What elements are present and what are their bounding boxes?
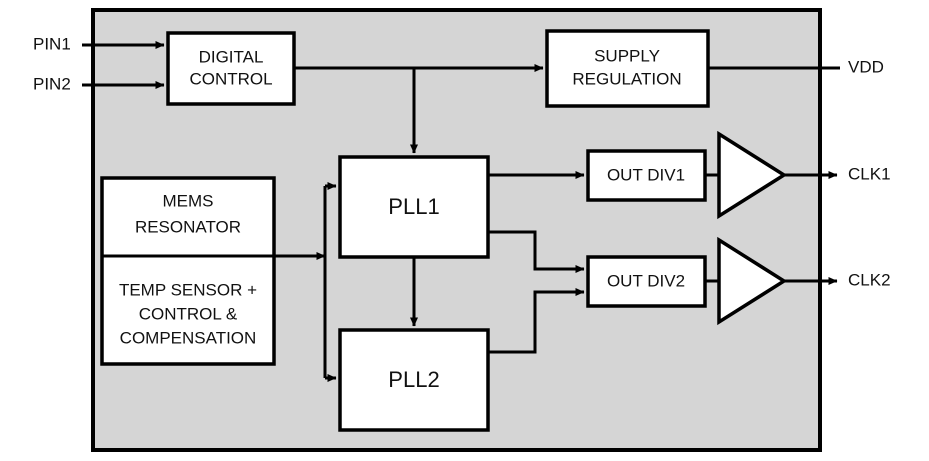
block-out-div1[interactable]: OUT DIV1: [586, 149, 707, 202]
pin-label-pin1: PIN1: [33, 34, 71, 53]
block-supply-regulation-label-line1: SUPPLY: [594, 46, 660, 65]
block-resonator-group[interactable]: MEMS RESONATOR TEMP SENSOR + CONTROL & C…: [100, 176, 276, 366]
block-digital-control-label-line2: CONTROL: [189, 69, 272, 88]
wire-pll2-to-out-div2: [488, 288, 585, 354]
block-supply-regulation-box: [545, 29, 710, 108]
pin-label-vdd: VDD: [848, 57, 884, 76]
block-digital-control-box: [166, 31, 296, 106]
wire-pll1-to-out-div2: [488, 230, 585, 273]
block-temp-sensor-label-line1: TEMP SENSOR +: [119, 280, 257, 299]
pin-label-pin2: PIN2: [33, 74, 71, 93]
pin-label-clk1: CLK1: [848, 164, 891, 183]
block-pll2[interactable]: PLL2: [338, 328, 490, 432]
block-mems-resonator-label-line1: MEMS: [163, 191, 214, 210]
block-temp-sensor-label-line2: CONTROL &: [139, 304, 238, 323]
block-supply-regulation-label-line2: REGULATION: [572, 69, 681, 88]
block-pll2-label: PLL2: [388, 367, 439, 392]
block-out-div1-label: OUT DIV1: [607, 165, 685, 184]
block-supply-regulation[interactable]: SUPPLY REGULATION: [545, 29, 710, 108]
block-out-div1-box: [586, 149, 707, 202]
block-digital-control-label-line1: DIGITAL: [199, 47, 264, 66]
block-resonator-group-box: [100, 176, 276, 366]
block-pll2-box: [338, 328, 490, 432]
block-digital-control[interactable]: DIGITAL CONTROL: [166, 31, 296, 106]
output-buffer-2-triangle-icon: [717, 236, 788, 326]
pin-label-clk2: CLK2: [848, 270, 891, 289]
block-mems-resonator-label-line2: RESONATOR: [135, 217, 241, 236]
block-temp-sensor-label-line3: COMPENSATION: [120, 328, 257, 347]
output-buffer-1-triangle-icon: [717, 130, 788, 220]
block-pll1-box: [338, 155, 490, 259]
block-out-div2-label: OUT DIV2: [607, 271, 685, 290]
block-out-div2[interactable]: OUT DIV2: [586, 255, 707, 308]
block-out-div2-box: [586, 255, 707, 308]
block-pll1[interactable]: PLL1: [338, 155, 490, 259]
block-pll1-label: PLL1: [388, 194, 439, 219]
